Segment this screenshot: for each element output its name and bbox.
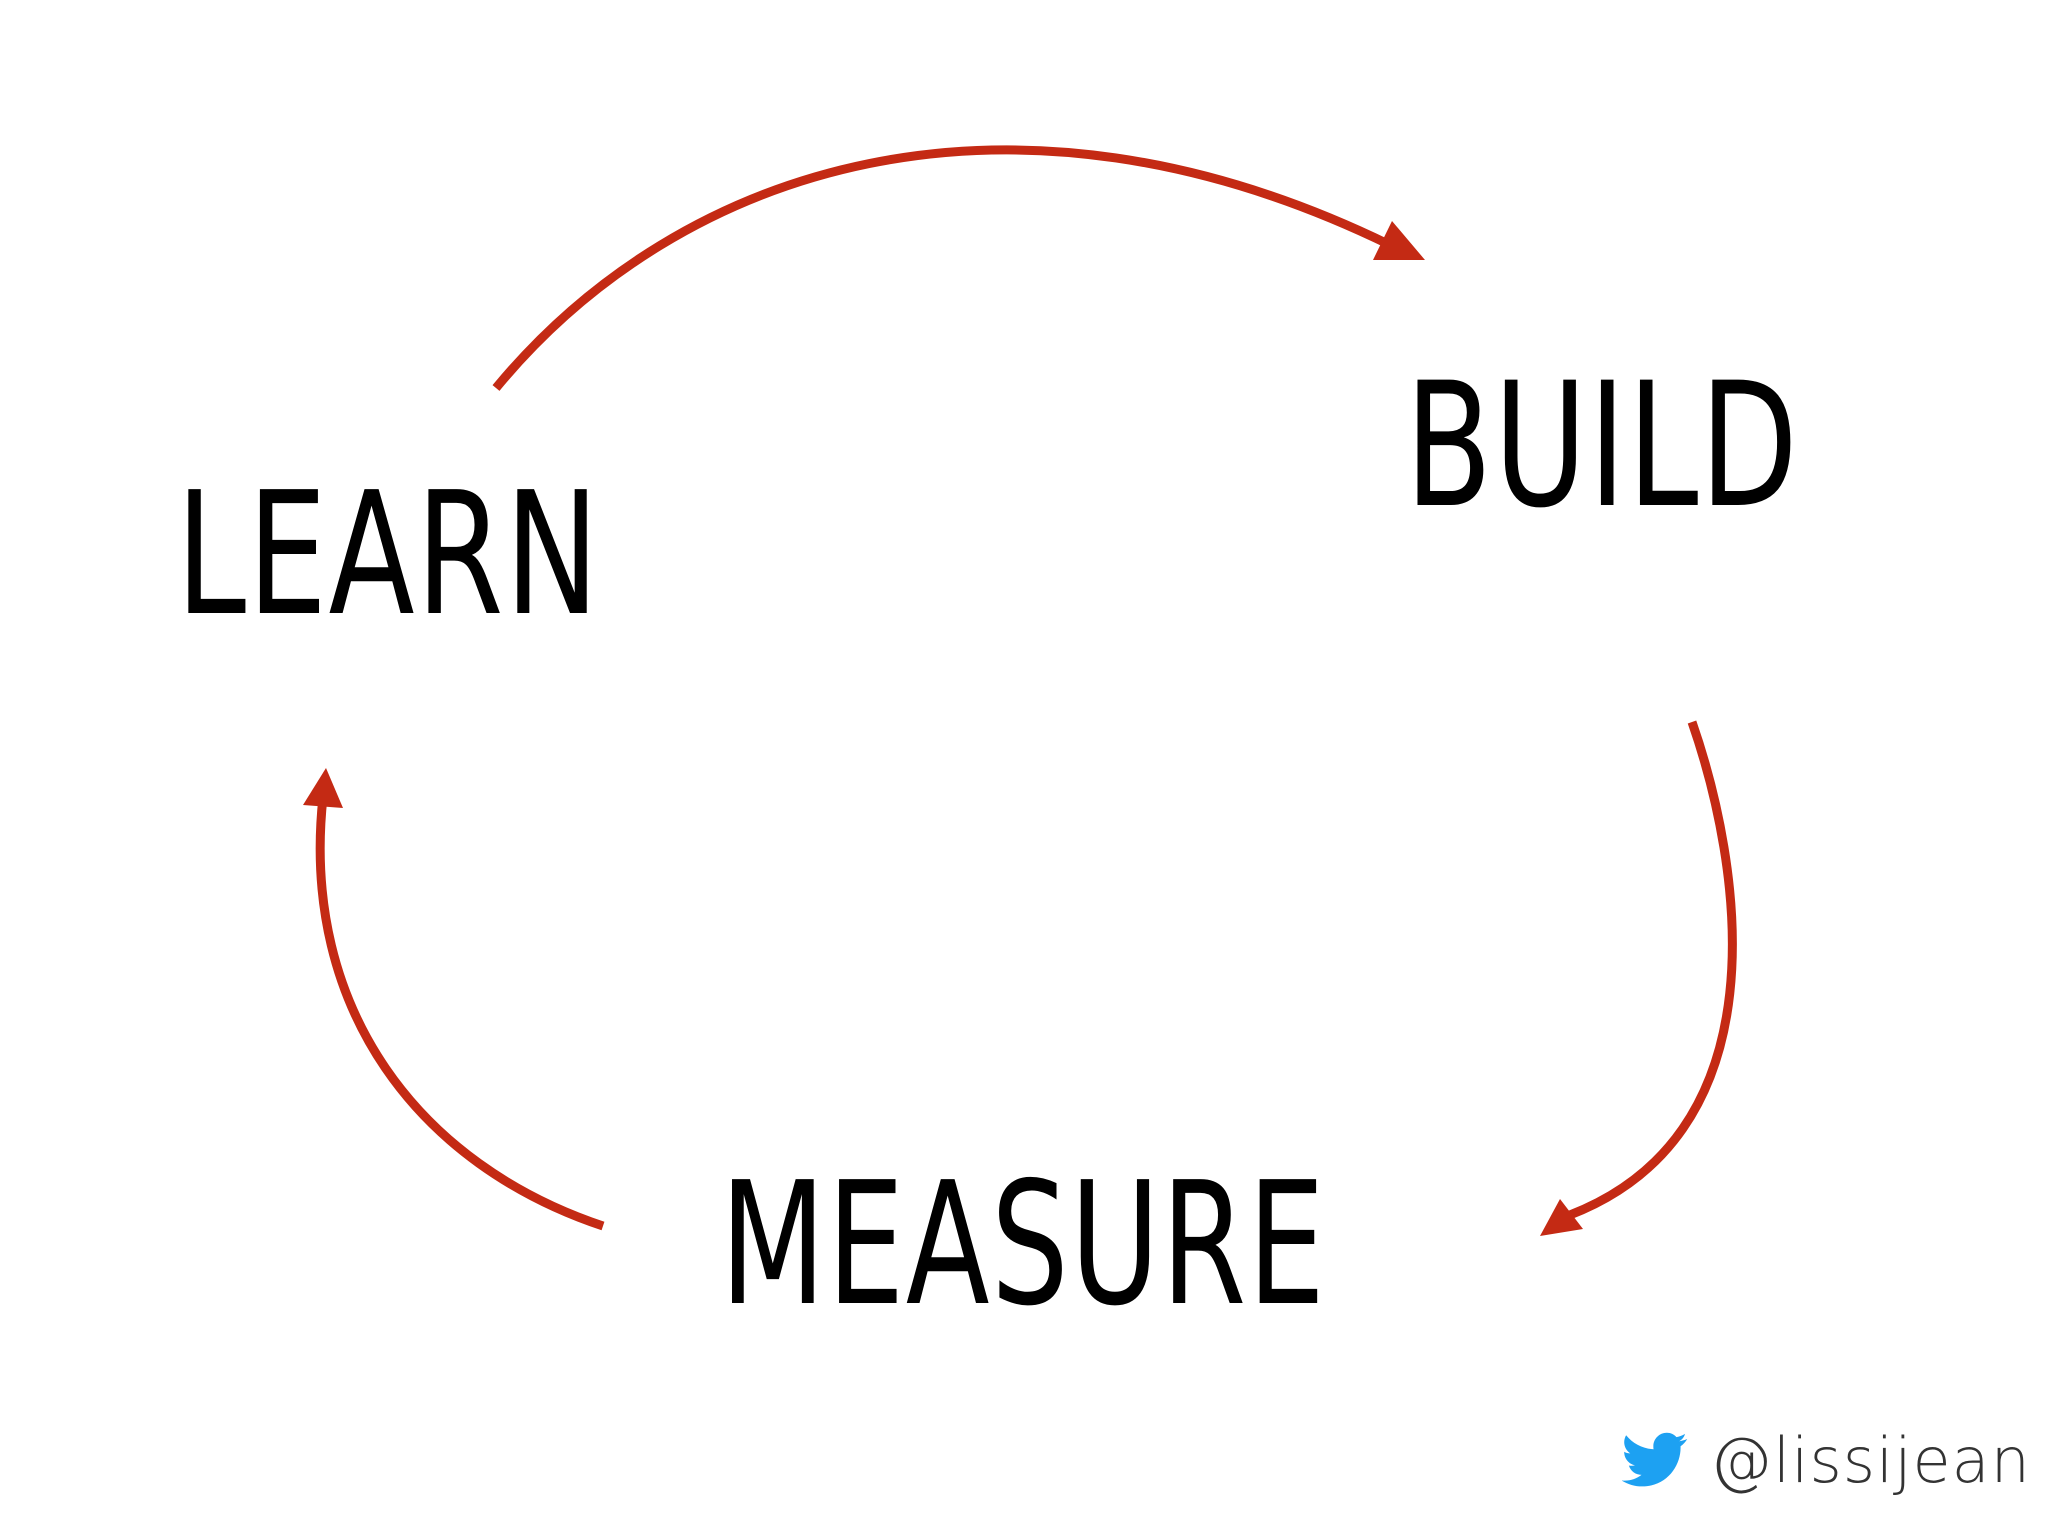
arrow-learn-to-build xyxy=(492,145,1392,391)
arrowhead-measure xyxy=(1540,1199,1583,1236)
stage-label-learn: LEARN xyxy=(176,456,601,654)
arrow-measure-to-learn xyxy=(315,796,605,1231)
arrowhead-build xyxy=(1373,221,1425,260)
twitter-handle-text: @lissijean xyxy=(1710,1423,2031,1497)
arrowhead-learn xyxy=(303,768,343,808)
stage-label-measure: MEASURE xyxy=(720,1146,1327,1344)
twitter-bird-icon xyxy=(1622,1432,1688,1487)
twitter-handle-credit: @lissijean xyxy=(1622,1423,2031,1497)
arrow-build-to-measure xyxy=(1554,720,1737,1225)
stage-label-build: BUILD xyxy=(1405,345,1800,546)
